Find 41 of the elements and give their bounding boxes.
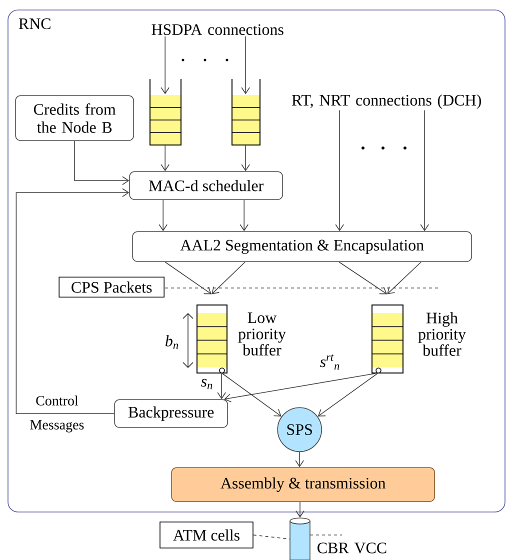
arrow (158, 200, 168, 232)
arrow (221, 372, 282, 416)
node-caption: Low priority buffer (238, 312, 286, 356)
arrow (74, 140, 130, 185)
process-box: MAC-d scheduler (129, 171, 283, 200)
arrow (318, 372, 378, 416)
arrow (420, 110, 429, 232)
queue-buffer (196, 304, 228, 374)
arrow (387, 262, 422, 294)
arrow (164, 262, 212, 294)
annotation-label: s$^{rt}$n (320, 354, 340, 370)
arrow (16, 188, 130, 414)
heading-text: RT, NRT connections (DCH) (292, 94, 481, 109)
arrow (160, 144, 170, 172)
queue-buffer (372, 304, 404, 374)
arrow (241, 144, 250, 172)
arrow (240, 200, 248, 232)
process-box: Credits from the Node B (15, 95, 134, 141)
arrow (295, 452, 304, 468)
queue-buffer (232, 78, 260, 146)
tag-box: ATM cells (160, 522, 254, 548)
arrow (241, 36, 250, 94)
arrow (338, 262, 388, 294)
annotation-label: s$_{n}$ (201, 378, 212, 390)
annotation-label: Control Messages (30, 396, 84, 432)
node-caption: High priority buffer (418, 312, 466, 356)
arrow (212, 262, 246, 294)
arrow (224, 372, 378, 402)
node-caption: CBR VCC (318, 542, 386, 554)
tag-box: CPS Packets (58, 276, 164, 298)
process-box: Assembly & transmission (171, 467, 435, 502)
arrow (335, 110, 344, 232)
process-box: AAL2 Segmentation & Encapsulation (132, 231, 472, 262)
heading-text: HSDPA connections (152, 24, 284, 35)
arrow (160, 36, 170, 94)
annotation-label: b$_{n}$ (166, 335, 178, 349)
arrow (296, 502, 304, 518)
cylinder (290, 518, 310, 560)
process-box: Backpressure (114, 399, 228, 428)
queue-buffer (150, 78, 182, 146)
arrow (217, 372, 226, 400)
